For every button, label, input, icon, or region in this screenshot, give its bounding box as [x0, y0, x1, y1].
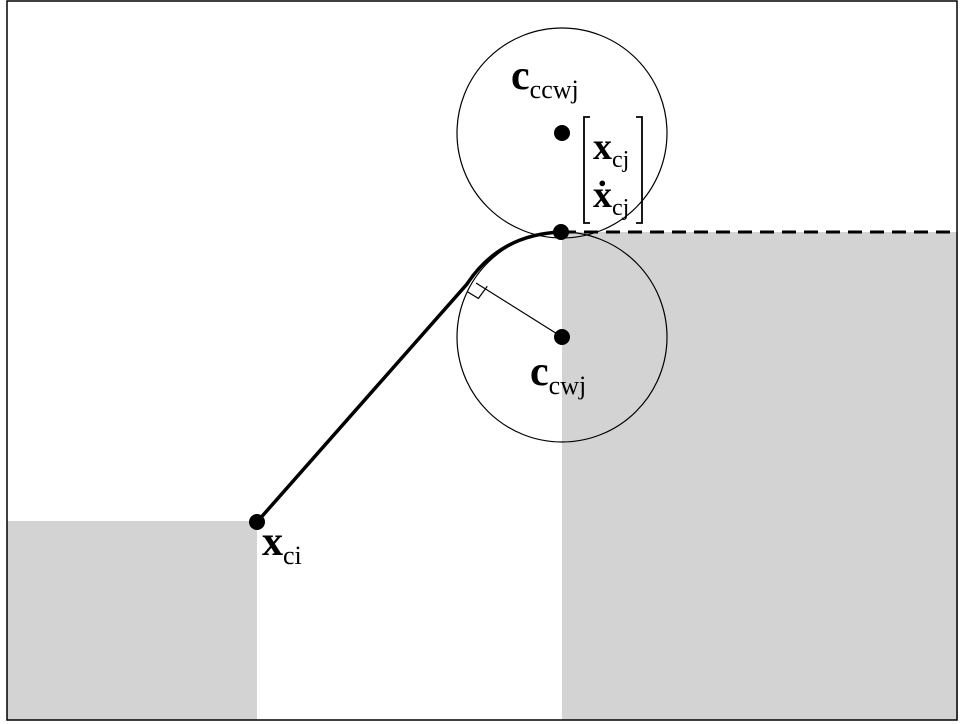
start-point-label: xci	[262, 519, 302, 570]
tangent-point	[553, 224, 569, 240]
radius-line	[475, 282, 563, 338]
cw-center-label: ccwj	[530, 349, 586, 400]
ccw-center-label: cccwj	[511, 53, 579, 104]
ccw-center-point	[554, 125, 570, 141]
start-point	[249, 514, 265, 530]
right-obstacle-region	[562, 232, 958, 720]
state-position-label: xcj	[593, 126, 629, 173]
left-obstacle-region	[7, 521, 257, 720]
right-angle-marker	[466, 285, 488, 300]
state-vector-right-bracket	[636, 116, 643, 224]
cw-center-point	[554, 329, 570, 345]
frame-border	[6, 0, 958, 721]
state-vector-left-bracket	[583, 116, 590, 224]
state-velocity-label: ẋcj	[593, 174, 629, 221]
trajectory-path	[255, 230, 563, 524]
